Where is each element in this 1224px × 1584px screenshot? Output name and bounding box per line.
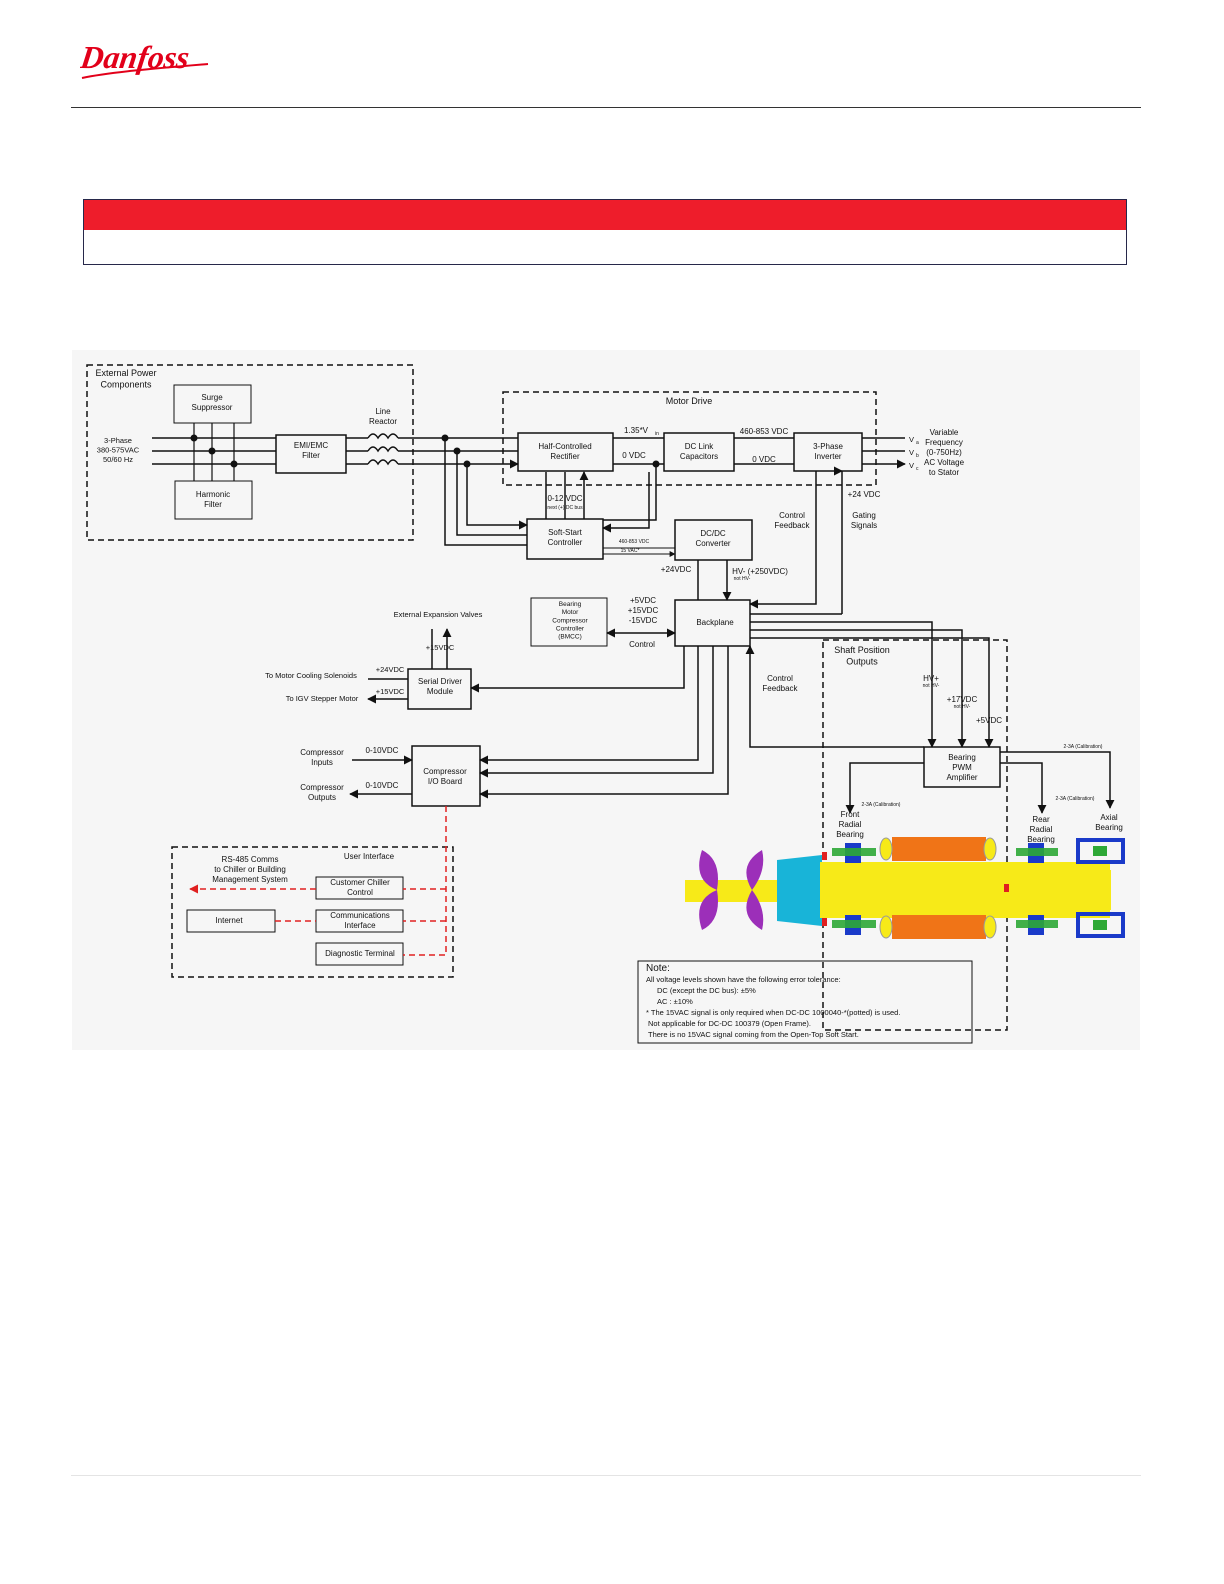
subscript-label: b — [916, 453, 919, 459]
labels-v135: 1.35*V — [624, 426, 649, 435]
note-line: * The 15VAC signal is only required when… — [646, 1008, 900, 1017]
labels-control: Control — [629, 640, 655, 649]
subscript-label: in — [655, 431, 659, 437]
labels-v012: 0-12 VDC — [547, 494, 582, 503]
labels-ovdc1: 0 VDC — [622, 451, 646, 460]
labels-cool-sol: To Motor Cooling Solenoids — [265, 671, 357, 680]
labels-v010a: 0-10VDC — [366, 746, 399, 755]
labels-v460: 460-853 VDC — [740, 427, 789, 436]
labels-v5b: +5VDC — [976, 716, 1002, 725]
labels-cal3: 2-3A (Calibration) — [1056, 796, 1095, 802]
note-line: All voltage levels shown have the follow… — [646, 975, 841, 984]
note-title: Note: — [646, 963, 670, 974]
subscript-label: a — [916, 440, 919, 446]
title-bar — [84, 200, 1126, 230]
labels-va: V — [909, 435, 914, 444]
footer-rule — [71, 1475, 1141, 1476]
boxes-diag-terminal: Diagnostic Terminal — [325, 949, 395, 958]
labels-not-hv-b: not HV- — [923, 683, 940, 689]
labels-hv-plus: HV- (+250VDC) — [732, 567, 788, 576]
subscript-label: c — [916, 466, 919, 472]
labels-v24-inv: +24 VDC — [848, 490, 881, 499]
labels-not-hv-c: not HV- — [954, 704, 971, 710]
labels-v15vac: 15 VAC* — [621, 548, 640, 554]
labels-v15n: -15VDC — [629, 616, 658, 625]
labels-v15-igv: +15VDC — [376, 687, 405, 696]
labels-v460b: 460-853 VDC — [619, 539, 650, 545]
labels-v010b: 0-10VDC — [366, 781, 399, 790]
note-line: Not applicable for DC-DC 100379 (Open Fr… — [648, 1019, 811, 1028]
header-rule — [71, 107, 1141, 108]
labels-vc: V — [909, 461, 914, 470]
labels-ext-valves: External Expansion Valves — [394, 610, 483, 619]
labels-v17: +17VDC — [947, 695, 978, 704]
labels-next-dc: next (+) DC bus — [547, 505, 583, 511]
labels-ovdc2: 0 VDC — [752, 455, 776, 464]
title-box — [83, 199, 1127, 265]
labels-v5: +5VDC — [630, 596, 656, 605]
note-line: AC : ±10% — [657, 997, 693, 1006]
labels-v24dc: +24VDC — [661, 565, 692, 574]
labels-not-hv: not HV- — [734, 576, 751, 582]
labels-igv: To IGV Stepper Motor — [286, 694, 359, 703]
labels-cal1: 2-3A (Calibration) — [1064, 744, 1103, 750]
boxes-user-interface: User Interface — [344, 852, 395, 861]
labels-cal2: 2-3A (Calibration) — [862, 802, 901, 808]
boxes-backplane: Backplane — [696, 618, 734, 627]
svg-text:Danfoss: Danfoss — [80, 39, 192, 75]
note-line: There is no 15VAC signal coming from the… — [648, 1030, 859, 1039]
boxes-motor-drive: Motor Drive — [666, 396, 713, 406]
note-line: DC (except the DC bus): ±5% — [657, 986, 756, 995]
labels-hv-b: HV+ — [923, 674, 939, 683]
labels-vb: V — [909, 448, 914, 457]
labels-v24-sol: +24VDC — [376, 665, 405, 674]
boxes-internet: Internet — [215, 916, 243, 925]
compressor-shaft-graphic — [685, 837, 1125, 939]
labels-v15-valves: +15VDC — [426, 643, 455, 652]
danfoss-logo: Danfoss — [80, 39, 209, 79]
labels-v15p: +15VDC — [628, 606, 659, 615]
